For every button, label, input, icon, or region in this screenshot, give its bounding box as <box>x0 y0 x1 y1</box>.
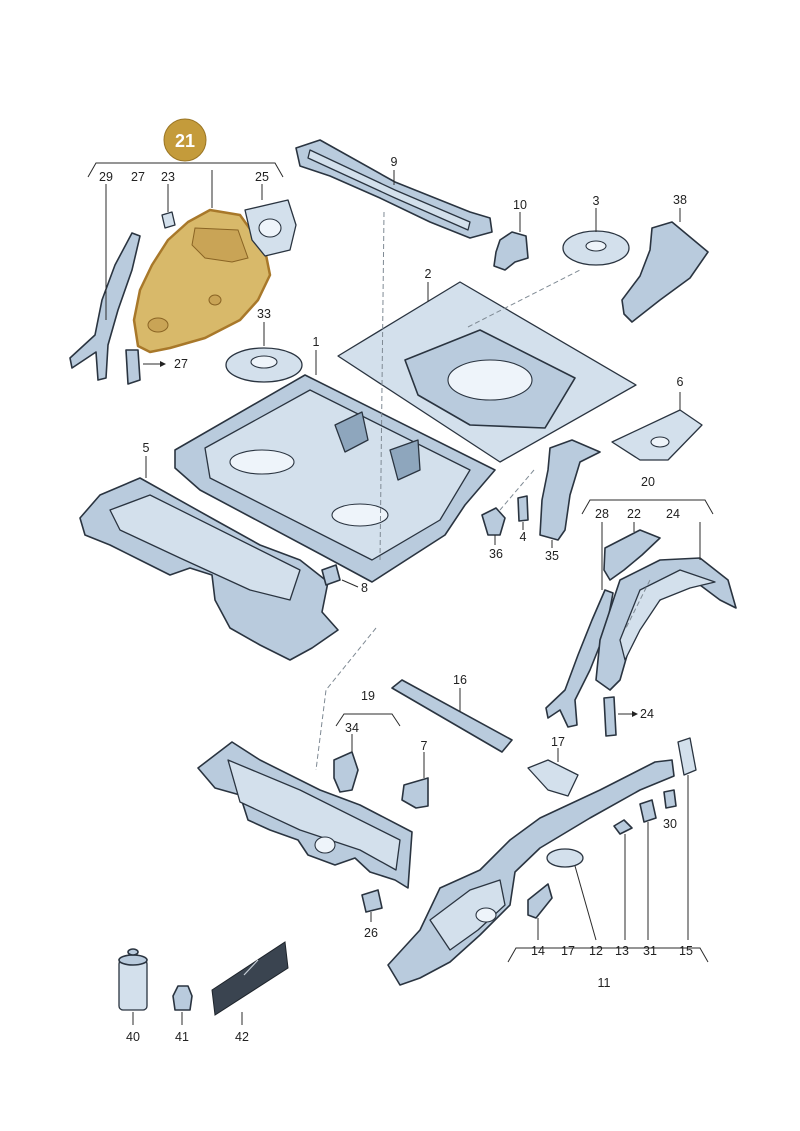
label-13: 13 <box>615 944 629 958</box>
part-16-rail[interactable] <box>391 679 513 753</box>
label-1: 1 <box>313 335 320 349</box>
part-7-bracket[interactable] <box>401 777 429 809</box>
part-40-can[interactable] <box>118 948 148 1011</box>
label-42: 42 <box>235 1030 249 1044</box>
part-26-bracket[interactable] <box>361 889 383 913</box>
label-9: 9 <box>391 155 398 169</box>
bracket-21 <box>87 162 284 178</box>
label-20: 20 <box>641 475 655 489</box>
label-19: 19 <box>361 689 375 703</box>
label-10: 10 <box>513 198 527 212</box>
part-4-clip[interactable] <box>517 495 529 522</box>
label-25: 25 <box>255 170 269 184</box>
part-22-bracket[interactable] <box>603 529 661 581</box>
part-38-panel[interactable] <box>621 221 709 323</box>
part-27-bracket[interactable] <box>125 349 141 385</box>
label-31: 31 <box>643 944 657 958</box>
part-10-bracket[interactable] <box>493 231 529 271</box>
label-33: 33 <box>257 307 271 321</box>
part-8-bracket[interactable] <box>321 564 341 586</box>
label-34: 34 <box>345 721 359 735</box>
label-35: 35 <box>545 549 559 563</box>
part-13-clip[interactable] <box>613 819 633 835</box>
label-24: 24 <box>666 507 680 521</box>
label-40: 40 <box>126 1030 140 1044</box>
part-15-plate[interactable] <box>677 737 697 776</box>
label-23: 23 <box>161 170 175 184</box>
label-14: 14 <box>531 944 545 958</box>
part-31-bracket[interactable] <box>639 799 657 823</box>
label-17-lower: 17 <box>561 944 575 958</box>
part-41-plug[interactable] <box>172 985 193 1011</box>
callout-badge-label: 21 <box>175 131 195 151</box>
label-27-arrow: 27 <box>174 357 188 371</box>
label-27: 27 <box>131 170 145 184</box>
label-12: 12 <box>589 944 603 958</box>
part-14-bracket[interactable] <box>527 883 553 919</box>
part-23-clip[interactable] <box>161 211 176 229</box>
part-42-sealing-pad[interactable] <box>211 941 289 1016</box>
label-17-upper: 17 <box>551 735 565 749</box>
part-17-bracket[interactable] <box>527 759 579 797</box>
label-36: 36 <box>489 547 503 561</box>
label-29: 29 <box>99 170 113 184</box>
label-2: 2 <box>425 267 432 281</box>
part-24-bracket[interactable] <box>603 696 617 737</box>
part-6-plate[interactable] <box>611 409 703 461</box>
part-35-pillar[interactable] <box>539 439 601 541</box>
label-4: 4 <box>520 530 527 544</box>
part-30-clip[interactable] <box>663 789 677 809</box>
label-15: 15 <box>679 944 693 958</box>
label-5: 5 <box>143 441 150 455</box>
callout-badge-21[interactable]: 21 <box>163 118 207 162</box>
label-8: 8 <box>361 581 368 595</box>
part-29-pillar[interactable] <box>69 232 141 381</box>
label-30: 30 <box>663 817 677 831</box>
label-41: 41 <box>175 1030 189 1044</box>
label-38: 38 <box>673 193 687 207</box>
label-7: 7 <box>421 739 428 753</box>
bracket-11 <box>507 947 709 963</box>
label-22: 22 <box>627 507 641 521</box>
label-24-arrow: 24 <box>640 707 654 721</box>
label-28: 28 <box>595 507 609 521</box>
label-3: 3 <box>593 194 600 208</box>
label-6: 6 <box>677 375 684 389</box>
part-36-bracket[interactable] <box>481 507 506 536</box>
label-16: 16 <box>453 673 467 687</box>
bracket-19 <box>335 713 401 727</box>
bracket-20 <box>581 499 714 515</box>
label-26: 26 <box>364 926 378 940</box>
label-11: 11 <box>598 976 611 990</box>
part-34-bracket[interactable] <box>333 751 359 793</box>
part-12-cover[interactable] <box>546 848 584 868</box>
